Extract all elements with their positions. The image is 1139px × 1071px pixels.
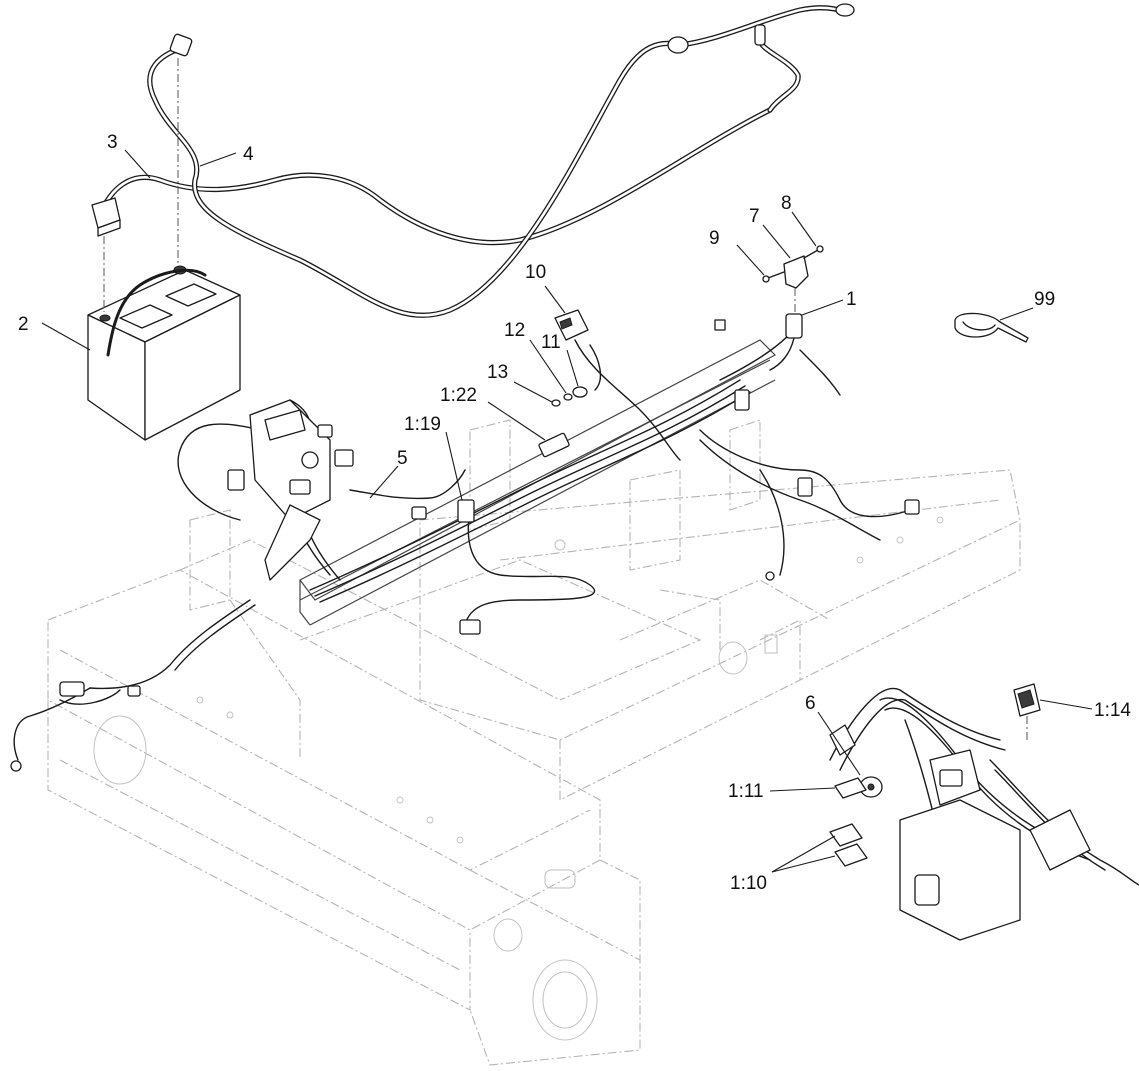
- callout-10: 10: [525, 262, 546, 283]
- relay-and-hardware: [551, 245, 1029, 407]
- callout-1-19: 1:19: [404, 414, 441, 435]
- callout-1: 1: [846, 289, 857, 310]
- callout-3: 3: [107, 132, 118, 153]
- machine-frame: [47, 339, 1021, 1066]
- callout-6: 6: [805, 693, 816, 714]
- wiring-harness: [10, 319, 920, 772]
- callout-1-11: 1:11: [728, 781, 764, 802]
- callout-1-14: 1:14: [1094, 700, 1131, 721]
- callout-1-22: 1:22: [440, 385, 477, 406]
- callout-2: 2: [18, 314, 29, 335]
- callout-9: 9: [709, 228, 720, 249]
- callout-4: 4: [243, 144, 254, 165]
- callout-7: 7: [749, 206, 760, 227]
- callout-5: 5: [397, 448, 408, 469]
- callout-99: 99: [1034, 289, 1055, 310]
- callout-11: 11: [541, 332, 561, 353]
- leader-lines: [41, 149, 1093, 873]
- battery: [87, 58, 241, 441]
- callout-8: 8: [781, 193, 792, 214]
- callout-labels: 1 2 3 4 5 6 7 8 9 10 11 12 13 99 1:10 1:…: [18, 132, 1131, 894]
- callout-1-10: 1:10: [730, 873, 767, 894]
- callout-12: 12: [504, 320, 525, 341]
- fuse-block-detail: [829, 683, 1139, 941]
- callout-13: 13: [487, 362, 508, 383]
- battery-cables: [91, 3, 855, 318]
